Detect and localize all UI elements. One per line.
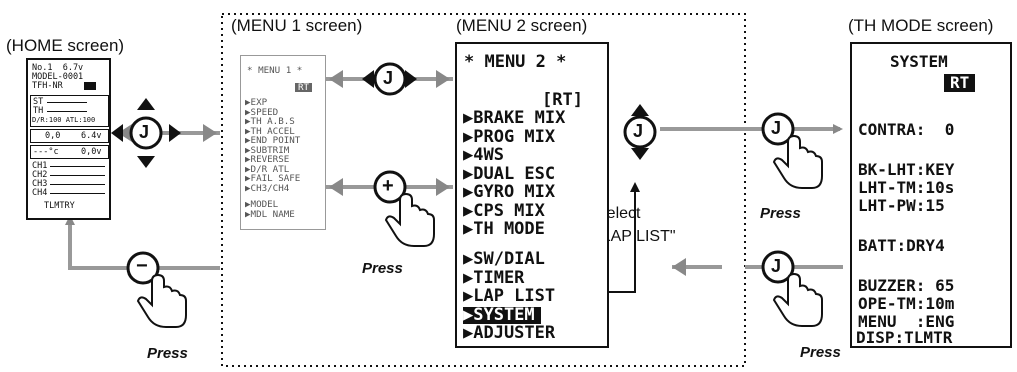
j-button-thmode-forward [761, 112, 795, 146]
menu-item[interactable]: ▶REVERSE [245, 154, 290, 165]
menu-item[interactable]: ▶SW/DIAL [463, 249, 545, 269]
menu2-title: * MENU 2 * [464, 52, 567, 72]
menu-item[interactable]: ▶GYRO MIX [463, 182, 556, 202]
home-ch3: CH3 [32, 179, 48, 189]
thmode-screen-caption: (TH MODE screen) [848, 16, 994, 35]
press-label: Press [147, 345, 188, 362]
press-label: Press [800, 344, 841, 361]
home-st-row: ST [33, 97, 44, 107]
menu-item[interactable]: ▶MODEL [245, 199, 279, 210]
menu-item[interactable]: ▶BRAKE MIX [463, 108, 566, 128]
menu1-screen-caption: (MENU 1 screen) [231, 16, 363, 35]
thmode-buzzer: BUZZER: 65 [858, 276, 955, 295]
menu1-screen: * MENU 1 * RT ▶EXP▶SPEED▶TH A.B.S▶TH ACC… [240, 55, 326, 230]
val-box-2: ---°c 0,0v [30, 145, 109, 159]
j-button-home [129, 116, 163, 150]
menu-item[interactable]: ▶EXP [245, 97, 268, 108]
menu-item[interactable]: ▶CH3/CH4 [245, 182, 290, 194]
home-ch4: CH4 [32, 188, 48, 198]
home-val3: ---°c [33, 147, 59, 157]
pointing-hand-icon [136, 273, 187, 328]
thmode-contra: CONTRA: 0 [858, 120, 955, 139]
thmode-menu: MENU :ENG [858, 312, 955, 331]
menu1-title: * MENU 1 * [247, 65, 303, 76]
home-ch2: CH2 [32, 170, 48, 180]
menu2-rt: [RT] [542, 90, 583, 110]
menu-item[interactable]: ▶SUBTRIM [245, 144, 290, 156]
menu-item[interactable]: ▶TH A.B.S [245, 116, 295, 127]
val-box-1: 0,0 6.4v [30, 129, 109, 143]
menu-item[interactable]: ▶DUAL ESC [463, 163, 556, 184]
thmode-title: SYSTEM [890, 52, 948, 71]
st-trim-bar [47, 102, 87, 103]
home-val4: 0,0v [81, 147, 102, 157]
ch-bar [50, 175, 105, 176]
j-button-menu1-label[interactable]: J [383, 68, 394, 88]
home-ch1: CH1 [32, 161, 48, 171]
plus-button-label[interactable]: + [382, 175, 394, 197]
menu-home-return-link [65, 215, 220, 270]
j-button-menu2 [623, 115, 657, 149]
thmode-screen: SYSTEM RT CONTRA: 0 BK-LHT:KEY LHT-TM:10… [850, 42, 1012, 348]
menu-item[interactable]: ▶ADJUSTER [463, 323, 556, 343]
menu-group-box [221, 13, 746, 367]
menu2-screen: * MENU 2 * [RT] ▶BRAKE MIX▶PROG MIX▶4WS▶… [455, 42, 609, 348]
j-button-menu1 [373, 62, 407, 96]
home-line2: MODEL-0001 [32, 72, 84, 82]
thmode-batt: BATT:DRY4 [858, 236, 945, 255]
menu1-rt: RT [295, 83, 313, 92]
menu-item[interactable]: ▶TH MODE [463, 219, 545, 239]
menu-item[interactable]: ▶CPS MIX [463, 200, 545, 221]
plus-button [373, 170, 407, 204]
home-line1: No.1 6.7v [32, 63, 84, 73]
menu-item[interactable]: ▶SYSTEM [463, 306, 541, 324]
ch-bar [50, 193, 105, 194]
select-lap-list-pointer [600, 182, 640, 293]
menu-item[interactable]: ▶MDL NAME [245, 208, 295, 220]
menu2-screen-caption: (MENU 2 screen) [456, 16, 588, 35]
select-note-line2: "LAP LIST" [596, 228, 676, 245]
menu-item[interactable]: ▶D/R ATL [245, 163, 290, 175]
home-screen-caption: (HOME screen) [6, 36, 125, 55]
j-button-home-label[interactable]: J [139, 122, 150, 142]
minus-button-label[interactable]: − [136, 255, 148, 277]
j-button-menu2-label[interactable]: J [633, 121, 644, 141]
ch-bar [50, 184, 105, 185]
menu-item[interactable]: ▶PROG MIX [463, 126, 556, 147]
home-val1: 0,0 [45, 131, 61, 141]
menu-item[interactable]: ▶TIMER [463, 267, 525, 288]
thmode-lht-tm: LHT-TM:10s [858, 178, 955, 197]
pointing-hand-icon [772, 272, 823, 327]
menu-item[interactable]: ▶END POINT [245, 135, 301, 146]
home-th-row: TH [33, 106, 44, 116]
th-trim-bar [47, 111, 87, 112]
menu-item[interactable]: ▶4WS [463, 145, 504, 165]
pointing-hand-icon [384, 192, 435, 247]
press-label: Press [362, 260, 403, 277]
menu-item[interactable]: ▶SPEED [245, 106, 279, 118]
menu-item[interactable]: ▶TH ACCEL [245, 125, 295, 137]
menu-item[interactable]: ▶LAP LIST [463, 286, 556, 306]
j-button-thmode-forward-label[interactable]: J [771, 118, 782, 138]
home-line3: TFH-NR [32, 81, 63, 91]
ch-bar [50, 166, 105, 167]
thmode-ope-tm: OPE-TM:10m [858, 294, 955, 313]
home-screen: No.1 6.7v MODEL-0001 TFH-NR ST TH D/R:10… [26, 58, 111, 220]
j-button-thmode-return-label[interactable]: J [771, 256, 782, 276]
thmode-rt: RT [944, 74, 976, 92]
trim-panel: ST TH D/R:100 ATL:100 [30, 95, 109, 127]
pointing-hand-icon [772, 134, 823, 189]
j-button-thmode-return [761, 250, 795, 284]
press-label: Press [760, 205, 801, 222]
thmode-lht-pw: LHT-PW:15 [858, 196, 945, 215]
minus-button [126, 251, 160, 285]
home-val2: 6.4v [81, 131, 102, 141]
home-dr-atl: D/R:100 ATL:100 [32, 116, 96, 124]
tm-indicator-icon [84, 82, 96, 90]
thmode-disp: DISP:TLMTR [856, 328, 953, 347]
home-tlmtry: TLMTRY [44, 201, 75, 211]
menu-item[interactable]: ▶FAIL SAFE [245, 173, 301, 184]
thmode-bk-lht: BK-LHT:KEY [858, 160, 955, 179]
